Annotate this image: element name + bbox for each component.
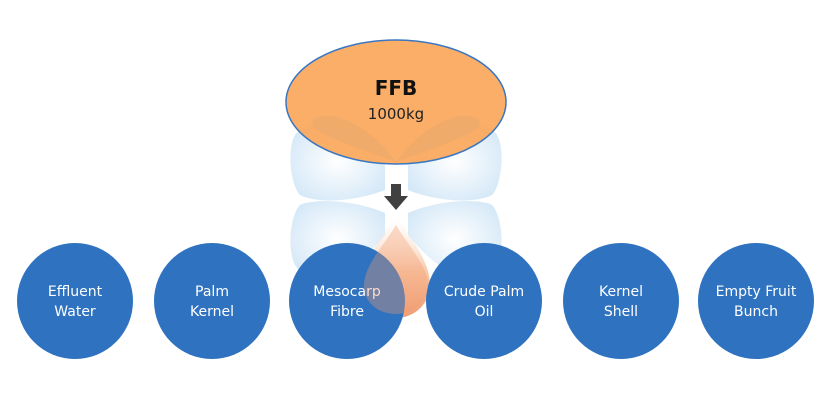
output-nodes: Effluent Water Palm Kernel Mesocarp Fibr… — [17, 243, 814, 359]
output-circle — [426, 243, 542, 359]
output-circle — [154, 243, 270, 359]
output-label-line1: Kernel — [599, 284, 643, 300]
output-label-line1: Empty Fruit — [716, 284, 797, 300]
output-node: Empty Fruit Bunch — [698, 243, 814, 359]
output-label-line2: Oil — [475, 304, 494, 320]
flame-overlay — [364, 225, 428, 314]
output-label-line2: Water — [54, 304, 96, 320]
output-label-line1: Effluent — [48, 284, 103, 300]
output-node: Crude Palm Oil — [426, 243, 542, 359]
ffb-node: FFB 1000kg — [285, 39, 507, 165]
down-arrow-icon — [384, 184, 408, 210]
output-node: Kernel Shell — [563, 243, 679, 359]
output-node: Effluent Water — [17, 243, 133, 359]
output-label-line1: Crude Palm — [444, 284, 524, 300]
output-circle — [289, 243, 405, 359]
output-circle — [698, 243, 814, 359]
output-node: Mesocarp Fibre — [289, 243, 405, 359]
output-circle — [17, 243, 133, 359]
output-label-line2: Bunch — [734, 304, 778, 320]
output-label-line2: Kernel — [190, 304, 234, 320]
output-label-line1: Palm — [195, 284, 229, 300]
ffb-inner-petal-right — [396, 115, 481, 162]
output-circle — [563, 243, 679, 359]
output-label-line1: Mesocarp — [313, 284, 381, 300]
output-label-line2: Shell — [604, 304, 638, 320]
ffb-title: FFB — [375, 76, 418, 100]
ffb-amount: 1000kg — [368, 105, 424, 123]
ffb-ellipse — [285, 39, 507, 165]
output-node: Palm Kernel — [154, 243, 270, 359]
ffb-inner-petal-left — [311, 115, 396, 162]
output-label-line2: Fibre — [330, 304, 364, 320]
